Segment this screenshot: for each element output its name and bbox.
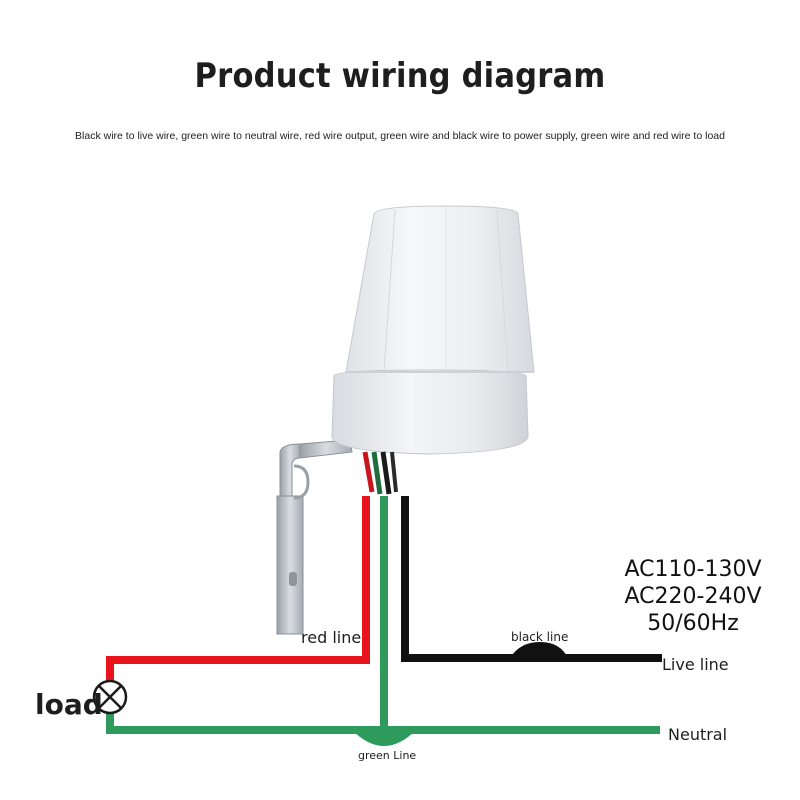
neutral-label: Neutral — [668, 725, 728, 744]
photocell-sensor-icon — [276, 205, 535, 635]
lamp-icon — [92, 679, 128, 715]
mounting-bracket — [276, 439, 353, 635]
wiring-instructions: Black wire to live wire, green wire to n… — [75, 130, 725, 142]
green-wire-junction — [352, 730, 416, 746]
black-line-label: black line — [511, 630, 569, 644]
live-line-label: Live line — [662, 655, 729, 674]
green-wire-neutral — [106, 710, 660, 734]
load-label: load — [35, 688, 103, 721]
voltage-range-1: AC110-130V — [624, 557, 762, 582]
black-wire — [401, 496, 662, 662]
page-title: Product wiring diagram — [194, 56, 606, 96]
wire-stubs — [362, 451, 398, 495]
green-line-label: green Line — [358, 749, 417, 762]
red-wire — [106, 496, 370, 684]
black-wire-junction — [510, 642, 568, 658]
red-line-label: red line — [301, 628, 362, 647]
voltage-spec: AC110-130V AC220-240V 50/60Hz — [618, 556, 768, 637]
frequency: 50/60Hz — [647, 611, 739, 636]
voltage-range-2: AC220-240V — [624, 584, 762, 609]
